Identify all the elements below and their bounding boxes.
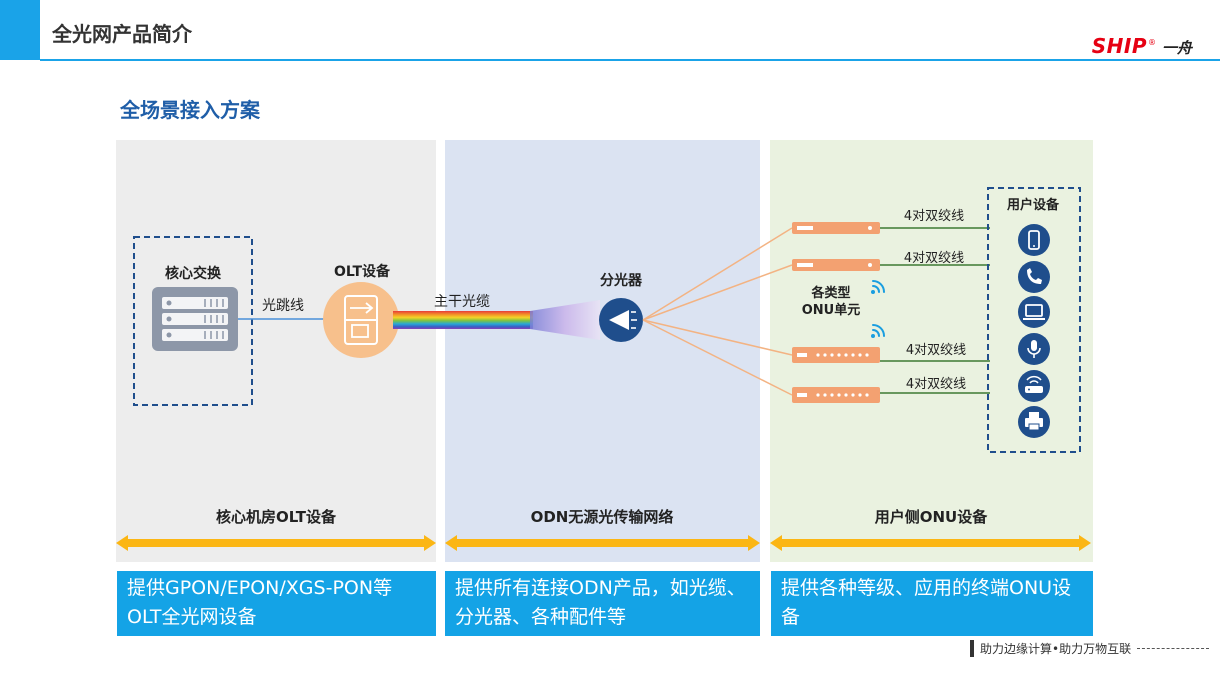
- footer-dashed-rule: [1137, 648, 1210, 649]
- brand-name: SHIP: [1091, 34, 1147, 58]
- core-switch-group: 核心交换: [133, 236, 253, 406]
- twisted-pair-lines: [880, 227, 990, 394]
- user-devices-dashed-box: [987, 187, 1081, 453]
- twisted-pair-label: 4对双绞线: [904, 250, 964, 266]
- microphone-icon: [1018, 333, 1050, 365]
- panel-desc-odn: 提供所有连接ODN产品，如光缆、分光器、各种配件等: [445, 571, 760, 636]
- router-icon: [1018, 370, 1050, 402]
- trunk-cable-fan: [530, 300, 600, 340]
- page-title: 全光网产品简介: [52, 22, 192, 46]
- span-arrow-odn: [445, 535, 760, 551]
- telephone-icon: [1018, 261, 1050, 293]
- twisted-pair-label: 4对双绞线: [906, 342, 966, 358]
- core-switch-dashed-box: [133, 236, 253, 406]
- onu-label-line2: ONU单元: [802, 302, 861, 318]
- olt-device: OLT设备: [323, 263, 399, 358]
- trunk-cable-label: 主干光缆: [434, 294, 490, 310]
- splitter-label: 分光器: [600, 272, 643, 289]
- footer-text: 助力边缘计算•助力万物互联: [980, 642, 1132, 656]
- onu-unit: [792, 347, 880, 363]
- panel-title-core: 核心机房OLT设备: [216, 508, 337, 526]
- splitter-icon: [609, 310, 629, 330]
- panel-odn: [445, 140, 760, 562]
- smartphone-icon: [1018, 224, 1050, 256]
- onu-unit: [792, 259, 880, 271]
- onu-unit: [792, 222, 880, 234]
- span-arrow-user: [770, 535, 1091, 551]
- header-accent-block: [0, 0, 40, 60]
- splitter-device: 分光器: [599, 272, 643, 342]
- panel-desc-user: 提供各种等级、应用的终端ONU设备: [771, 571, 1093, 636]
- panel-title-odn: ODN无源光传输网络: [531, 508, 674, 526]
- brand-logo: SHIP ® 一舟: [1092, 34, 1192, 58]
- core-switch-label: 核心交换: [165, 265, 222, 282]
- onu-unit: [792, 387, 880, 403]
- patch-cord-label: 光跳线: [262, 298, 304, 314]
- user-device-label: 用户设备: [1006, 197, 1060, 213]
- printer-icon: [1018, 406, 1050, 438]
- section-title: 全场景接入方案: [120, 98, 260, 122]
- brand-registered-mark: ®: [1147, 38, 1156, 47]
- server-rack-icon: [152, 287, 238, 351]
- header-divider: [40, 59, 1220, 61]
- brand-chinese-name: 一舟: [1161, 39, 1192, 57]
- olt-label: OLT设备: [334, 263, 391, 280]
- twisted-pair-label: 4对双绞线: [906, 376, 966, 392]
- drop-fibers: [642, 227, 793, 396]
- wifi-icon: [871, 280, 885, 294]
- footer-bar: [970, 640, 974, 657]
- footer-slogan: 助力边缘计算•助力万物互联: [970, 640, 1210, 657]
- laptop-icon: [1018, 296, 1050, 328]
- trunk-cable: [393, 311, 533, 329]
- panel-title-user: 用户侧ONU设备: [875, 508, 988, 526]
- wifi-icon: [871, 324, 885, 338]
- onu-label-line1: 各类型: [810, 285, 850, 301]
- twisted-pair-label: 4对双绞线: [904, 208, 964, 224]
- panel-desc-core: 提供GPON/EPON/XGS-PON等OLT全光网设备: [117, 571, 436, 636]
- span-arrow-core: [116, 535, 436, 551]
